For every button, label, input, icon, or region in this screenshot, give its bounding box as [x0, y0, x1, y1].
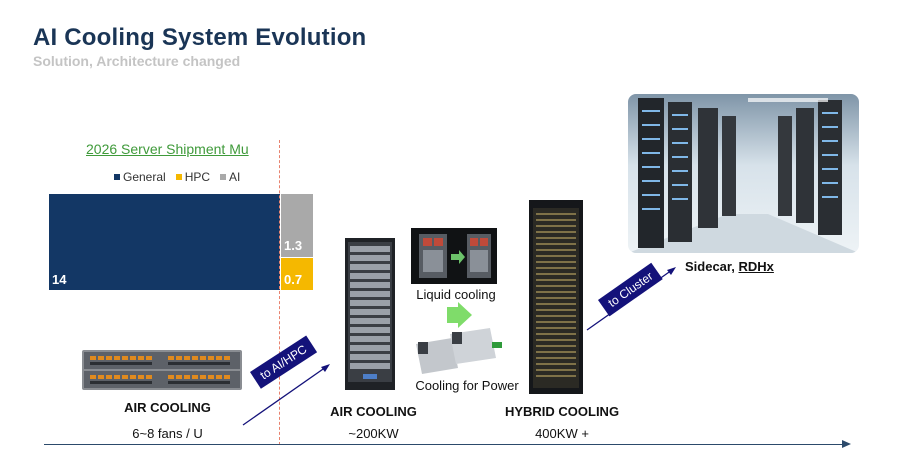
page-subtitle: Solution, Architecture changed: [33, 53, 241, 69]
rdhx-link[interactable]: RDHx: [738, 259, 774, 274]
data-label-general: 14: [52, 272, 67, 287]
liquid-cooling-image: [411, 228, 497, 284]
stage-air-cooling-2-label: AIR COOLING: [330, 404, 417, 419]
stage-air-cooling-1-label: AIR COOLING: [124, 400, 211, 415]
legend-item-ai: AI: [220, 170, 240, 184]
data-label-hpc: 0.7: [284, 272, 303, 287]
hybrid-rack-image: [529, 200, 583, 394]
bar-general: 14: [49, 194, 280, 290]
data-label-ai: 1.3: [284, 238, 303, 253]
legend-item-hpc: HPC: [175, 170, 211, 184]
stage-air-cooling-1-sub: 6~8 fans / U: [132, 426, 203, 441]
datacenter-photo: [628, 94, 859, 253]
legend-swatch-ai: [220, 174, 227, 180]
caption-sidecar-text: Sidecar,: [685, 259, 739, 274]
caption-liquid-cooling: Liquid cooling: [416, 287, 496, 302]
caption-cooling-for-power: Cooling for Power: [415, 378, 519, 393]
green-arrow-icon: [447, 302, 472, 328]
caption-sidecar: Sidecar, RDHx: [685, 258, 774, 276]
server-chassis-image: [82, 350, 242, 390]
stage-hybrid-cooling-label: HYBRID COOLING: [504, 404, 620, 419]
legend-label-general: General: [123, 170, 166, 184]
chart-legend: General HPC AI: [114, 170, 240, 184]
page-title: AI Cooling System Evolution: [33, 24, 367, 51]
server-rack-image: [345, 238, 395, 390]
legend-label-hpc: HPC: [184, 170, 211, 184]
divider-line: [279, 140, 280, 445]
bar-hpc: 0.7: [281, 258, 313, 290]
bar-ai: 1.3: [281, 194, 313, 257]
legend-item-general: General: [114, 170, 166, 184]
datacenter-racks-image: [628, 98, 859, 253]
arrow-to-ai-hpc: [242, 364, 330, 426]
legend-label-ai: AI: [229, 170, 241, 184]
legend-swatch-general: [114, 174, 120, 180]
stage-hybrid-cooling-sub: 400KW +: [535, 426, 589, 441]
legend-swatch-hpc: [175, 174, 182, 180]
timeline-axis: [44, 444, 844, 445]
timeline-arrowhead: [842, 440, 851, 448]
stage-air-cooling-2-sub: ~200KW: [348, 426, 399, 441]
chart-title[interactable]: 2026 Server Shipment Mu: [86, 141, 249, 157]
power-supply-image: [416, 328, 502, 374]
